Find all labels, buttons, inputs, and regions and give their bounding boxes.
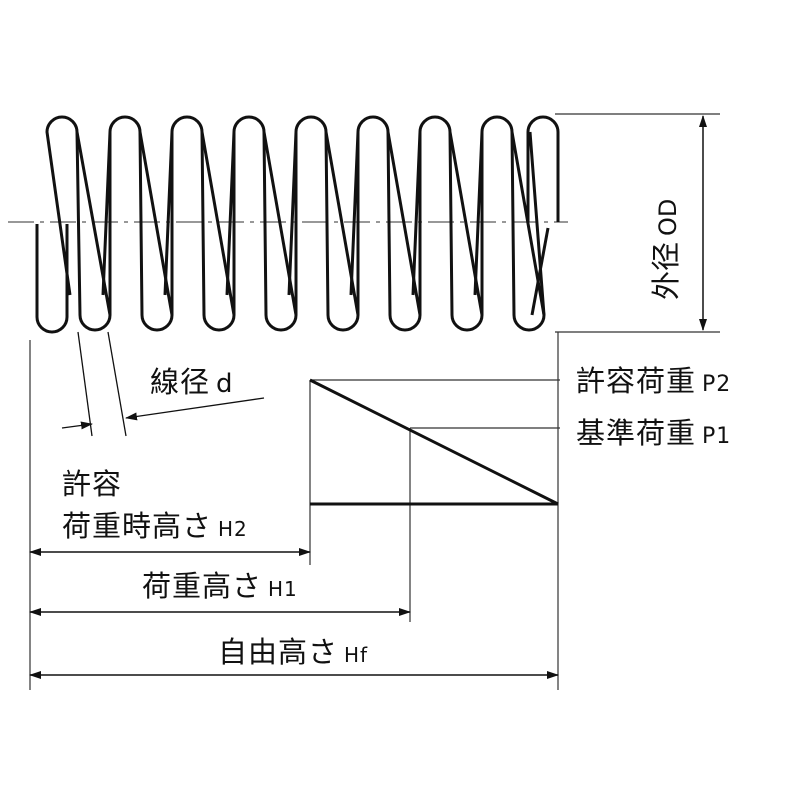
coil-top-turn bbox=[411, 115, 484, 316]
allowable-load-height-line2: 荷重時高さ bbox=[62, 509, 213, 543]
wire-diameter-indicator bbox=[61, 331, 265, 437]
coil-end-left bbox=[35, 224, 69, 334]
allowable-load-text: 許容荷重 bbox=[576, 364, 697, 398]
free-height-text: 自由高さ bbox=[218, 635, 339, 669]
coil-top-turn bbox=[349, 115, 422, 316]
spring-coils bbox=[35, 115, 560, 334]
coil-top-turn bbox=[225, 115, 298, 316]
outer-diameter-text: 外径 bbox=[649, 241, 683, 300]
free-height-symbol: Hf bbox=[344, 643, 369, 667]
coil-bottom-turn bbox=[448, 131, 484, 332]
coil-bottom-turn bbox=[324, 131, 360, 332]
coil-top-turn bbox=[287, 115, 360, 316]
outer-diameter-symbol: OD bbox=[654, 198, 682, 236]
coil-bottom-turn bbox=[75, 131, 112, 332]
coil-bottom-turn bbox=[510, 131, 546, 332]
coil-bottom-turn bbox=[138, 131, 174, 332]
allowable-load-height-line1: 許容 bbox=[62, 467, 123, 501]
coil-bottom-turn bbox=[386, 131, 422, 332]
reference-load-text: 基準荷重 bbox=[576, 416, 697, 450]
coil-bottom-turn bbox=[262, 131, 298, 332]
load-height-graph bbox=[309, 378, 559, 506]
outer-diameter-label: 外径 OD bbox=[649, 198, 683, 300]
coil-end-right-tail bbox=[530, 227, 550, 316]
coil-top-turn bbox=[101, 115, 174, 316]
coil-top-turn bbox=[473, 115, 546, 316]
loaded-height-text: 荷重高さ bbox=[142, 569, 263, 603]
coil-bottom-turn bbox=[200, 131, 236, 332]
coil-end-right bbox=[526, 115, 560, 222]
allowable-load-symbol: P2 bbox=[702, 372, 732, 397]
allowable-load-height-symbol: H2 bbox=[218, 517, 248, 541]
coil-top-turn bbox=[163, 115, 236, 316]
wire-diameter-symbol: d bbox=[216, 369, 234, 399]
reference-load-symbol: P1 bbox=[702, 424, 732, 449]
wire-diameter-text: 線径 bbox=[150, 365, 211, 399]
coil-top-turn bbox=[45, 115, 112, 316]
extension-lines bbox=[29, 113, 720, 690]
loaded-height-symbol: H1 bbox=[268, 577, 298, 601]
